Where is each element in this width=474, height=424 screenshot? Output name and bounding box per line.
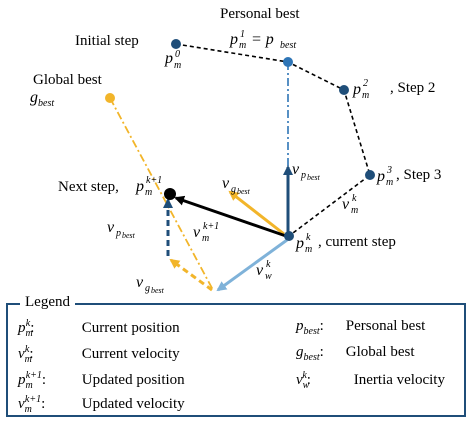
svg-text:m: m <box>145 187 152 198</box>
current-step-label: , current step <box>318 234 396 250</box>
svg-text:m: m <box>362 90 369 101</box>
label-p-mk1-next: p m k+1 <box>135 175 162 198</box>
legend-item-updated-velocity: vmk+1: Updated velocity <box>18 394 185 415</box>
svg-text:m: m <box>305 244 312 255</box>
svg-text:best: best <box>38 98 54 109</box>
legend-item-global-best: gbest: Global best <box>296 344 415 363</box>
svg-text:k+1: k+1 <box>203 221 219 232</box>
inertia-velocity-arrow <box>216 238 288 292</box>
svg-text:0: 0 <box>175 49 180 60</box>
svg-text:p: p <box>229 31 238 48</box>
step3-label: , Step 3 <box>396 167 441 183</box>
svg-text:best: best <box>280 40 296 51</box>
svg-text:best: best <box>151 286 165 295</box>
label-v-pbest-solid: v p best <box>292 161 321 182</box>
svg-text:m: m <box>239 40 246 51</box>
global-best-label: Global best <box>33 72 103 88</box>
svg-text:p: p <box>115 228 121 239</box>
label-p-m0: p m 0 <box>164 49 181 71</box>
svg-text:w: w <box>265 271 272 282</box>
step2-label: , Step 2 <box>390 80 435 96</box>
label-v-gbest-solid: v g best <box>222 175 251 196</box>
svg-text:g: g <box>231 184 236 195</box>
svg-text:best: best <box>122 231 136 240</box>
point-current <box>284 231 294 241</box>
label-v-wk: v w k <box>256 259 272 282</box>
personal-best-label: Personal best <box>220 6 300 22</box>
svg-text:v: v <box>222 175 230 192</box>
pso-diagram: Initial step Personal best Global best ,… <box>30 6 441 295</box>
global-best-guide <box>109 97 214 291</box>
svg-text:3: 3 <box>386 165 392 176</box>
svg-text:m: m <box>386 177 393 188</box>
svg-text:k: k <box>306 232 311 243</box>
point-step3 <box>365 170 375 180</box>
point-global-best <box>105 93 115 103</box>
svg-text:p: p <box>376 168 385 185</box>
svg-text:v: v <box>107 219 115 236</box>
svg-text:best: best <box>307 173 321 182</box>
point-next-step <box>164 188 176 200</box>
svg-text:k+1: k+1 <box>146 175 162 186</box>
label-v-pbest-dashed: v p best <box>107 219 136 240</box>
initial-step-label: Initial step <box>75 33 139 49</box>
svg-text:p: p <box>164 50 173 67</box>
label-v-gbest-dashed: v g best <box>136 274 165 295</box>
svg-text:g: g <box>30 89 38 106</box>
v-gbest-arrow <box>228 190 285 236</box>
point-initial <box>171 39 181 49</box>
updated-velocity-arrow <box>174 195 287 238</box>
svg-text:m: m <box>174 60 181 71</box>
svg-text:2: 2 <box>363 78 368 89</box>
svg-text:best: best <box>237 187 251 196</box>
label-v-mk: v m k <box>342 193 358 216</box>
svg-text:v: v <box>342 196 350 213</box>
svg-text:v: v <box>136 274 144 291</box>
svg-text:p: p <box>352 81 361 98</box>
svg-text:m: m <box>351 205 358 216</box>
legend-item-current-position: pmk: Current position <box>18 318 180 339</box>
v-gbest-dashed-arrow <box>169 258 213 292</box>
point-step2 <box>339 85 349 95</box>
svg-text:g: g <box>145 283 150 294</box>
svg-text:v: v <box>292 161 300 178</box>
svg-text:1: 1 <box>240 29 245 40</box>
point-personal-best <box>283 57 293 67</box>
legend-title: Legend <box>20 294 75 311</box>
svg-text:k: k <box>266 259 271 270</box>
svg-text:p: p <box>135 178 144 195</box>
svg-text:k: k <box>352 193 357 204</box>
svg-text:p: p <box>295 235 304 252</box>
next-step-label: Next step, <box>58 179 119 195</box>
svg-text:v: v <box>256 262 264 279</box>
label-p-m3: p m 3 <box>376 165 393 188</box>
label-p-m2: p m 2 <box>352 78 369 101</box>
svg-text:m: m <box>202 233 209 244</box>
label-p-mk-current: p m k <box>295 232 312 255</box>
label-v-mk1: v m k+1 <box>193 221 219 244</box>
svg-text:p: p <box>300 170 306 181</box>
legend-item-updated-position: pmk+1: Updated position <box>18 370 185 391</box>
legend-item-inertia-velocity: vwk: Inertia velocity <box>296 370 445 391</box>
svg-text:= p: = p <box>251 31 274 48</box>
legend-box <box>6 303 466 417</box>
legend-item-personal-best: pbest: Personal best <box>296 318 426 337</box>
legend-item-current-velocity: vmk: Current velocity <box>18 344 180 365</box>
svg-text:v: v <box>193 224 201 241</box>
label-g-best: g best <box>30 89 54 109</box>
label-p-m1-eq-pbest: p m 1 = p best <box>229 29 296 51</box>
